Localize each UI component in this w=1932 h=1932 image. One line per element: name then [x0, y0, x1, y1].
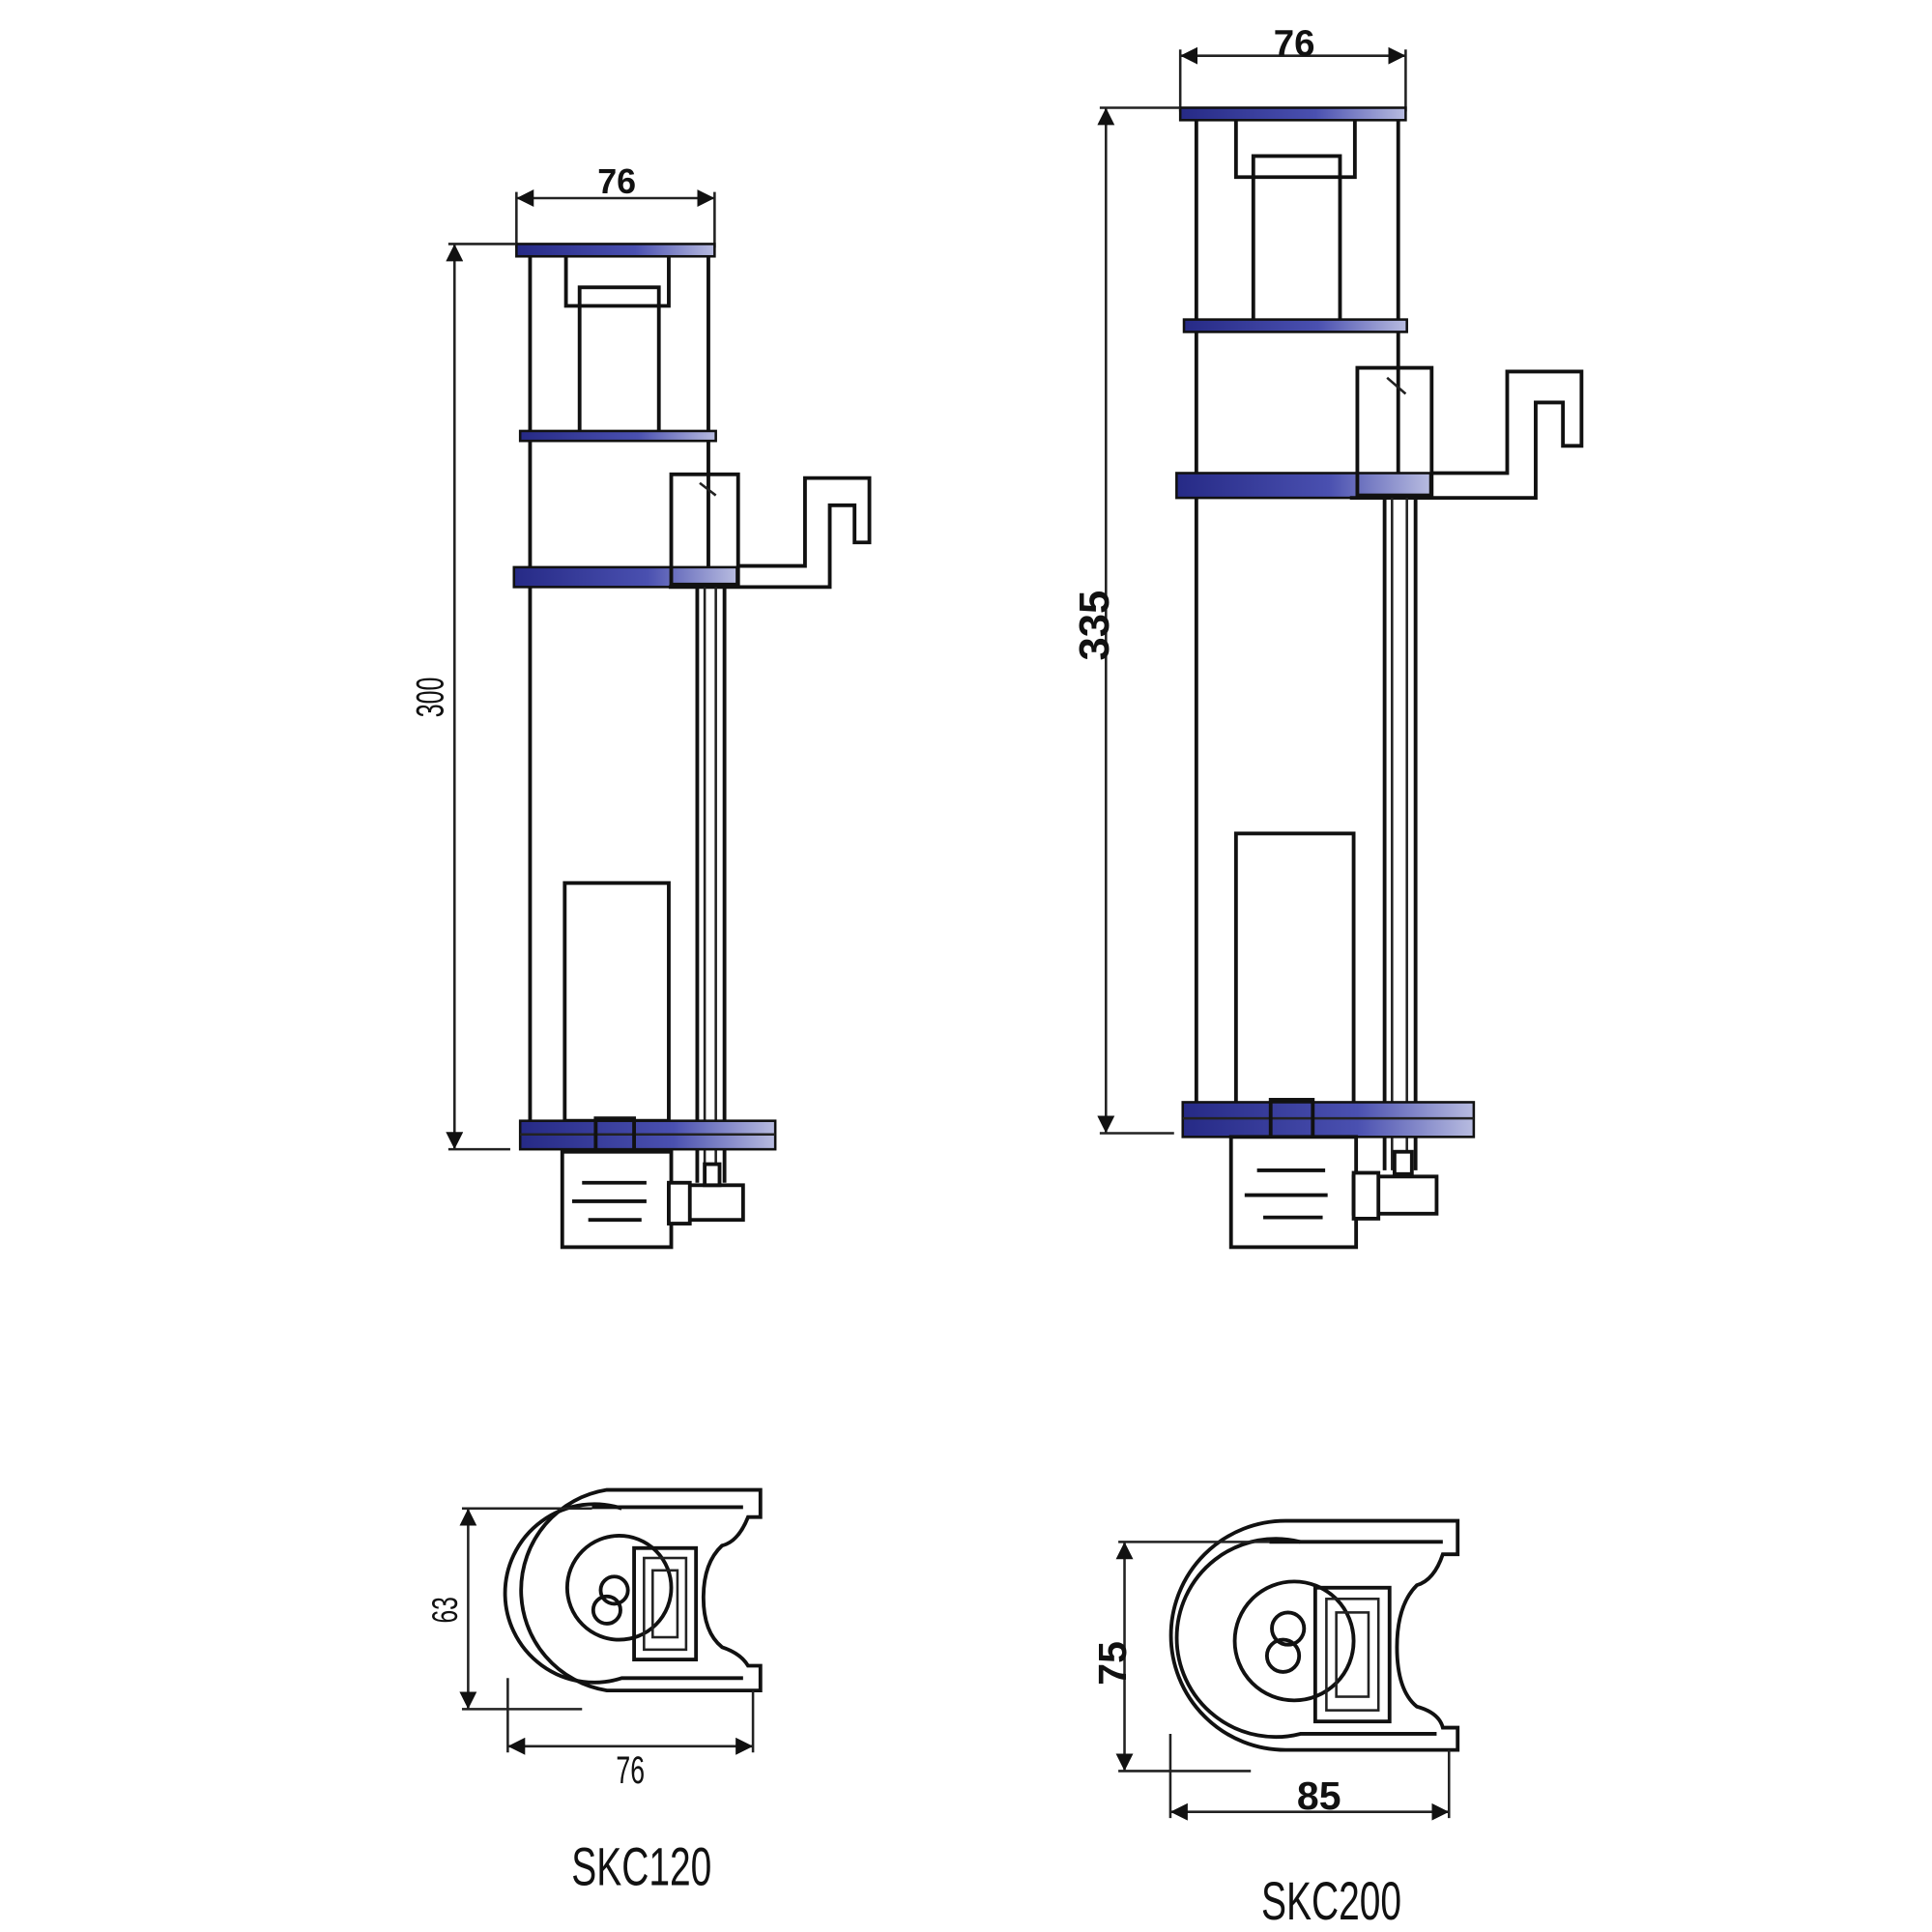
model-label: SKC120 — [571, 1836, 711, 1897]
hanger-hook — [1349, 369, 1584, 501]
width-label: 76 — [1274, 23, 1315, 65]
top-cap — [515, 243, 716, 258]
pump-outline — [1312, 1585, 1392, 1724]
height-label: 335 — [1072, 591, 1118, 661]
model-label: SKC200 — [1261, 1871, 1401, 1932]
cup-band — [1182, 318, 1408, 333]
injector-box — [1355, 365, 1434, 498]
width-label: 76 — [597, 162, 636, 201]
width-label: 85 — [1297, 1773, 1341, 1818]
skc120-top-view: 63 76 SKC120 — [425, 1487, 763, 1897]
outer-body — [1168, 1518, 1460, 1752]
pump-outline — [632, 1545, 699, 1662]
collection-cup — [1233, 120, 1357, 180]
pump-body — [1228, 1135, 1359, 1250]
injector-box — [669, 472, 740, 587]
inner-tube — [562, 880, 671, 1123]
pump-body — [560, 1149, 674, 1250]
hanger-hook — [668, 476, 872, 590]
skc200-top-view: 75 85 SKC200 — [1090, 1518, 1460, 1932]
inner-tube — [1233, 831, 1356, 1107]
depth-label: 63 — [425, 1597, 465, 1623]
height-label: 300 — [410, 678, 452, 718]
top-cap — [1178, 106, 1407, 122]
width-label: 76 — [616, 1749, 645, 1793]
skc200-side-view: 76 335 — [1072, 23, 1584, 1250]
outer-body — [519, 1487, 763, 1693]
skc120-side-view: 76 300 — [410, 162, 872, 1250]
cup-band — [518, 429, 717, 443]
depth-label: 75 — [1090, 1641, 1135, 1686]
collection-cup — [563, 256, 671, 308]
